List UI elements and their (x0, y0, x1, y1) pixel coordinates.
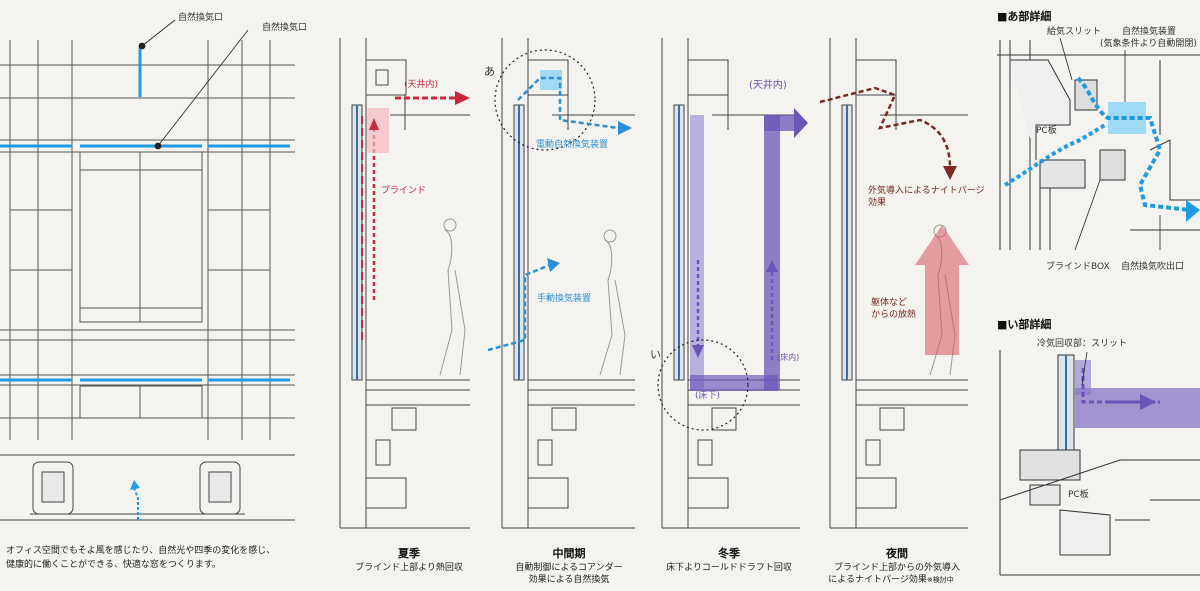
cold-recovery-label: 冷気回収部：スリット (1037, 339, 1128, 349)
night-purge-label-2: 効果 (868, 198, 887, 208)
vent-slot-lines (0, 48, 290, 382)
panel-summer-structure (339, 38, 470, 529)
summer-blind-label: ブラインド (381, 186, 427, 196)
vent-outlet-label: 自然換気吹出口 (1121, 262, 1185, 272)
winter-underfloor-label: (床下) (695, 391, 721, 401)
night-caption-1: ブラインド上部からの外気導入 (833, 563, 960, 573)
winter-small-label: (床内) (777, 353, 800, 362)
vent-device-label-1: 自然換気装置 (1122, 27, 1177, 37)
panel-mid-structure (501, 38, 635, 529)
mid-caption-2: 効果による自然換気 (528, 575, 610, 585)
panel-night-structure (829, 38, 968, 529)
winter-title: 冬季 (718, 547, 740, 560)
manual-vent-label: 手動換気装置 (537, 294, 592, 304)
elevation-description-2: 健康的に働くことができる、快適な窓をつくります。 (6, 560, 221, 570)
elevation-description-1: オフィス空間でもそよ風を感じたり、自然光や四季の変化を感じ、 (6, 546, 276, 556)
detail-a-pc-panel: PC板 (1036, 126, 1057, 136)
detail-i-heading: ■い部詳細 (997, 318, 1052, 331)
night-caption-2: によるナイトパージ効果※検討中 (828, 575, 954, 585)
panel-winter-structure (661, 38, 800, 529)
night-note: ※検討中 (926, 576, 954, 584)
marker-i: い (650, 348, 661, 361)
heat-release-label-1: 躯体など (871, 298, 908, 308)
marker-a: あ (484, 65, 495, 78)
vent-label-2: 自然換気口 (262, 23, 308, 33)
heat-release-label-2: からの放熱 (871, 310, 917, 320)
vent-device-label-2: (気象条件より自動開閉) (1100, 39, 1197, 49)
winter-caption: 床下よりコールドドラフト回収 (666, 563, 792, 573)
detail-i-pc-panel: PC板 (1068, 490, 1089, 500)
summer-title: 夏季 (398, 547, 420, 560)
auto-vent-label: 電動自然換気装置 (536, 140, 609, 150)
winter-ceiling-label: (天井内) (749, 80, 787, 91)
blind-box-label: ブラインドBOX (1046, 262, 1110, 272)
mid-title: 中間期 (552, 547, 586, 560)
vent-label-1: 自然換気口 (178, 13, 224, 23)
supply-slit-label: 給気スリット (1047, 27, 1102, 37)
night-title: 夜間 (886, 547, 908, 560)
summer-ceiling-label: (天井内) (404, 80, 439, 90)
night-purge-label-1: 外気導入によるナイトパージ (868, 186, 985, 196)
summer-caption: ブラインド上部より熱回収 (355, 563, 463, 573)
mid-caption-1: 自動制御によるコアンダー (515, 563, 623, 573)
detail-a-heading: ■あ部詳細 (997, 10, 1052, 23)
